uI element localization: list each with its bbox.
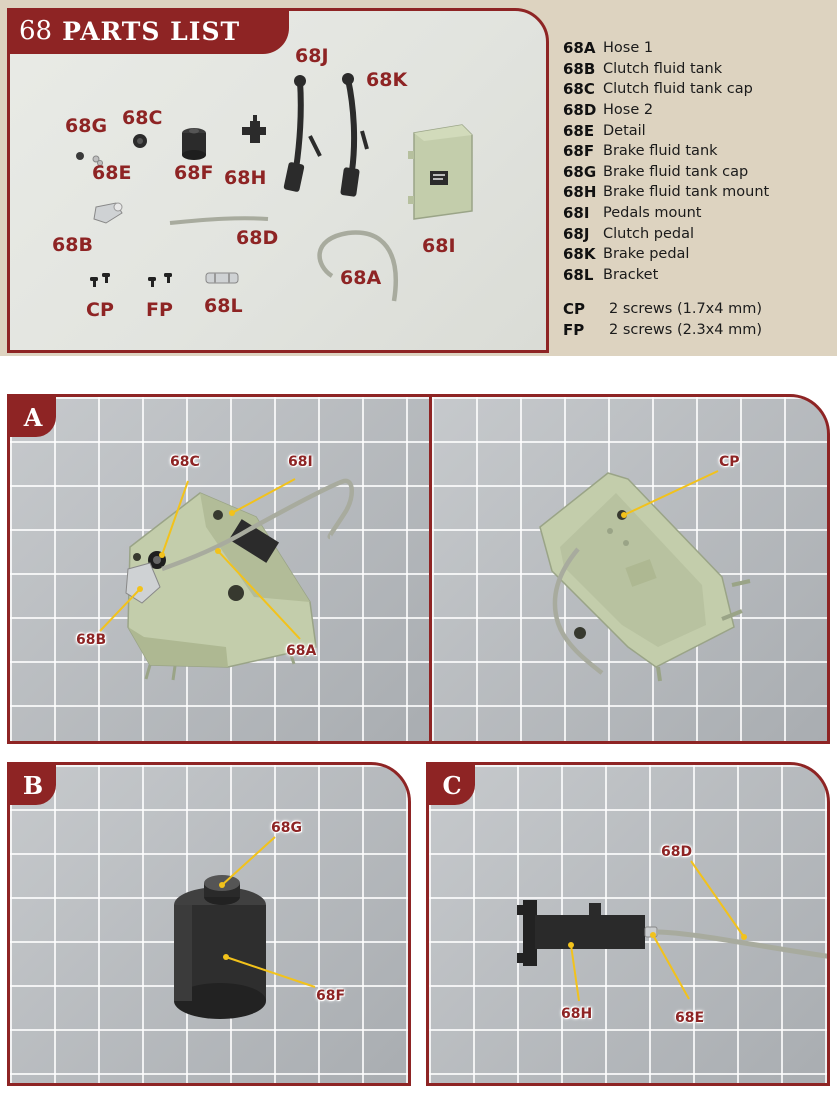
screw-desc: 2 screws (2.3x4 mm) [609, 322, 762, 339]
parts-illustration [76, 73, 473, 302]
callout-68F: 68F [316, 988, 346, 1004]
label-FP: FP [146, 299, 173, 321]
part-desc: Pedals mount [603, 205, 702, 222]
part-desc: Brake fluid tank mount [603, 184, 770, 201]
clutch-cap-part [133, 134, 147, 148]
brake-tank-part [182, 128, 206, 160]
cp-screws-part [90, 273, 110, 287]
screw-desc: 2 screws (1.7x4 mm) [609, 301, 762, 318]
bracket-part [205, 272, 239, 284]
step-c-panel: C 68D 68H 68E [426, 762, 830, 1086]
legend-spacer [563, 285, 829, 299]
callout-68C: 68C [170, 454, 200, 470]
callout-68I: 68I [288, 454, 313, 470]
part-code: 68J [563, 224, 590, 243]
part-code: 68F [563, 142, 595, 161]
part-code: 68L [563, 265, 594, 284]
part-desc: Hose 2 [603, 102, 654, 119]
part-desc: Clutch fluid tank cap [603, 81, 753, 98]
callout-68A: 68A [286, 643, 317, 659]
screw-code: FP [563, 321, 585, 340]
step-b-illustration [174, 836, 316, 1019]
part-desc: Clutch pedal [603, 225, 695, 242]
step-a-right-panel: CP [429, 394, 830, 744]
legend-row: 68H Brake fluid tank mount [563, 182, 829, 203]
part-desc: Bracket [603, 266, 659, 283]
legend-row: 68J Clutch pedal [563, 223, 829, 244]
callout-CP: CP [719, 454, 740, 470]
label-68D: 68D [236, 227, 279, 249]
step-a-left-panel: A 68C 68I 68B 68A [7, 394, 432, 744]
legend-row: 68G Brake fluid tank cap [563, 162, 829, 183]
parts-legend: 68A Hose 1 68B Clutch fluid tank 68C Clutch… [563, 38, 829, 340]
part-code: 68E [563, 121, 595, 140]
callout-68E: 68E [675, 1010, 705, 1026]
label-68A: 68A [340, 267, 382, 289]
part-desc: Brake pedal [603, 246, 690, 263]
label-68F: 68F [174, 162, 214, 184]
part-code: 68H [563, 183, 597, 202]
callout-68G: 68G [271, 820, 302, 836]
parts-list-title: 68 PARTS LIST [7, 8, 289, 54]
legend-row: 68E Detail [563, 120, 829, 141]
hose-1-part [317, 230, 398, 302]
step-c-illustration [517, 860, 827, 1002]
legend-row: 68I Pedals mount [563, 203, 829, 224]
legend-row: 68D Hose 2 [563, 100, 829, 121]
part-desc: Brake fluid tank cap [603, 163, 749, 180]
label-68C: 68C [122, 107, 163, 129]
part-code: 68B [563, 59, 596, 78]
callout-68B: 68B [76, 632, 107, 648]
part-desc: Detail [603, 122, 646, 139]
part-code: 68A [563, 39, 596, 58]
label-68E: 68E [92, 162, 132, 184]
part-code: 68D [563, 101, 597, 120]
part-desc: Clutch fluid tank [603, 60, 723, 77]
label-68J: 68J [295, 45, 329, 67]
fp-screws-part [148, 273, 172, 287]
step-a-left-illustration [99, 478, 354, 681]
screw-code: CP [563, 300, 586, 319]
legend-row: 68L Bracket [563, 265, 829, 286]
callout-68D: 68D [661, 844, 693, 860]
legend-row: 68A Hose 1 [563, 38, 829, 59]
detail-part [92, 155, 103, 166]
label-68B: 68B [52, 234, 93, 256]
legend-row: 68K Brake pedal [563, 244, 829, 265]
legend-row: 68C Clutch fluid tank cap [563, 79, 829, 100]
part-desc: Hose 1 [603, 40, 654, 57]
pedals-mount-part [408, 124, 473, 220]
legend-row: CP 2 screws (1.7x4 mm) [563, 299, 829, 320]
label-68I: 68I [422, 235, 456, 257]
page-title: PARTS LIST [62, 16, 241, 46]
brake-cap-part [76, 152, 84, 160]
label-68L: 68L [204, 295, 243, 317]
step-a-tab: A [10, 397, 56, 437]
clutch-pedal-part [283, 75, 322, 192]
clutch-tank-part [93, 202, 123, 224]
part-desc: Brake fluid tank [603, 143, 718, 160]
step-b-tab: B [10, 765, 56, 805]
label-68K: 68K [366, 69, 408, 91]
label-CP: CP [86, 299, 114, 321]
step-c-tab: C [429, 765, 475, 805]
brake-mount-part [242, 115, 266, 143]
part-code: 68G [563, 162, 597, 181]
callout-68H: 68H [561, 1006, 593, 1022]
legend-row: 68B Clutch fluid tank [563, 59, 829, 80]
brake-pedal-part [340, 73, 369, 197]
label-68H: 68H [224, 167, 267, 189]
parts-photo: 68J 68K 68G 68C 68E 68F 68H 68B 68D 68I … [7, 8, 549, 353]
label-68G: 68G [65, 115, 108, 137]
step-a-right-illustration [539, 470, 751, 682]
legend-row: 68F Brake fluid tank [563, 141, 829, 162]
hose-2-part [169, 216, 269, 225]
part-code: 68K [563, 245, 596, 264]
part-code: 68I [563, 204, 590, 223]
part-code: 68C [563, 80, 595, 99]
step-b-panel: B 68G 68F [7, 762, 411, 1086]
legend-row: FP 2 screws (2.3x4 mm) [563, 320, 829, 341]
parts-list-section: 68J 68K 68G 68C 68E 68F 68H 68B 68D 68I … [0, 0, 837, 356]
chapter-number: 68 [19, 16, 53, 46]
